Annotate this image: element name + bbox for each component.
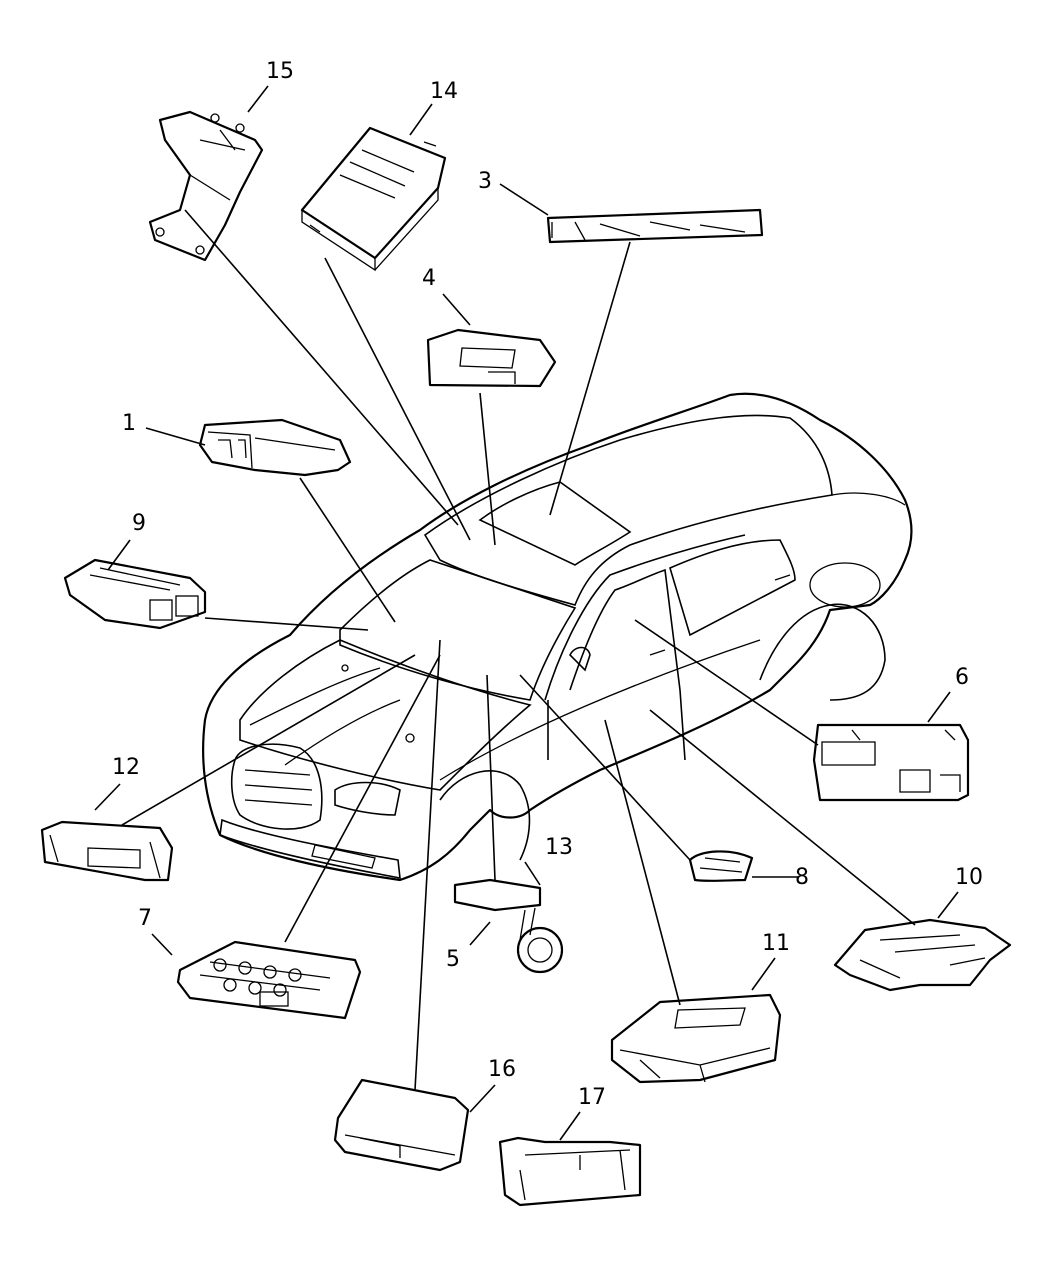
callout-14: 14 xyxy=(430,79,458,104)
callout-15: 15 xyxy=(266,59,294,84)
callout-3: 3 xyxy=(478,169,492,194)
part-16-module xyxy=(333,1078,470,1172)
part-4-module xyxy=(426,328,557,388)
callout-10: 10 xyxy=(955,865,983,890)
leader-lines xyxy=(94,85,959,1141)
part-8-sensor xyxy=(688,850,754,882)
part-3-module xyxy=(546,208,764,244)
callout-9: 9 xyxy=(132,511,146,536)
part-12-module xyxy=(40,820,174,882)
part-7-module xyxy=(812,723,970,802)
part-17-bracket xyxy=(498,1136,642,1207)
callout-4: 4 xyxy=(422,266,436,291)
callout-13: 13 xyxy=(545,835,573,860)
callout-11: 11 xyxy=(762,931,790,956)
part-15-bracket xyxy=(148,110,264,262)
callout-labels: 15 14 3 4 1 9 12 7 13 5 6 8 10 11 16 17 xyxy=(112,59,983,1110)
callout-8: 8 xyxy=(795,865,809,890)
callout-7: 6 xyxy=(955,665,969,690)
callout-1: 1 xyxy=(122,411,136,436)
part-13-module xyxy=(453,878,542,912)
callout-6: 7 xyxy=(138,906,152,931)
part-1-airbag-module xyxy=(198,418,352,477)
callout-17: 17 xyxy=(578,1085,606,1110)
part-14-module xyxy=(300,126,447,272)
part-10-module xyxy=(833,918,1012,992)
part-6-fuse-box xyxy=(176,940,362,1020)
part-5-sensor xyxy=(516,907,564,974)
callout-12: 12 xyxy=(112,755,140,780)
part-11-module xyxy=(610,993,782,1084)
part-9-module xyxy=(63,558,207,630)
callout-5: 5 xyxy=(446,947,460,972)
callout-16: 16 xyxy=(488,1057,516,1082)
